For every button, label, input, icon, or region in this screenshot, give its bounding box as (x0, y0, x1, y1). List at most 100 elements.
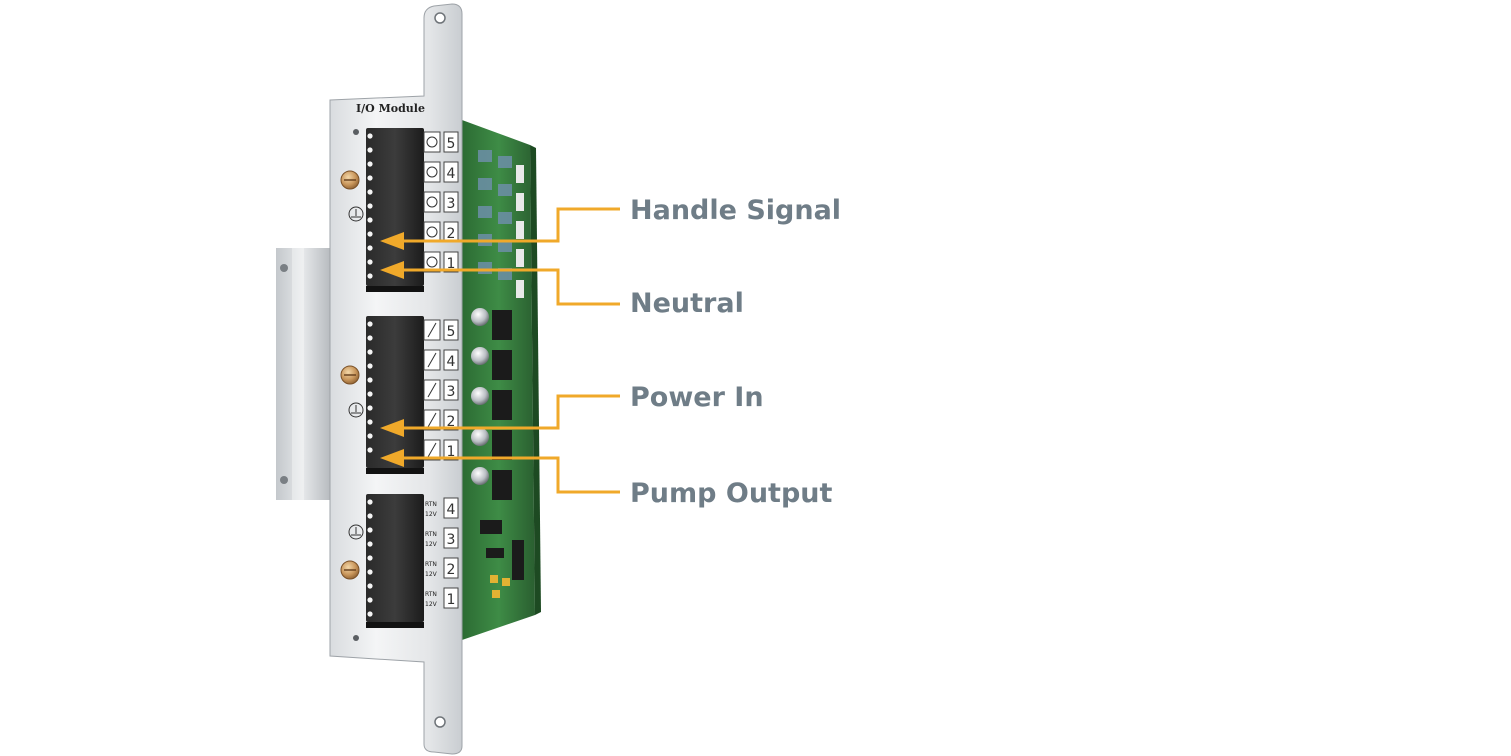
switch-symbol-icon (423, 319, 441, 341)
terminal-pin (367, 611, 373, 617)
label-power-in: Power In (630, 382, 764, 413)
svg-text:5: 5 (447, 136, 456, 152)
terminal-pin (367, 363, 373, 369)
callout-lines (380, 207, 620, 494)
terminal-mark: 12V (425, 601, 438, 608)
terminal-mark: RTN (425, 561, 437, 568)
label-neutral: Neutral (630, 288, 744, 319)
terminal-pin (367, 541, 373, 547)
terminal-connector (366, 128, 424, 286)
switch-symbol-icon (423, 349, 441, 371)
led-symbol-icon (423, 161, 441, 183)
terminal-pin (367, 513, 373, 519)
terminal-pin (367, 583, 373, 589)
screw-icon (340, 365, 360, 385)
terminal-number: 4 (423, 349, 459, 371)
svg-text:3: 3 (447, 384, 456, 400)
callout-arrow-handle-signal (380, 207, 620, 250)
terminal-number: 5 (423, 131, 459, 153)
svg-text:3: 3 (447, 196, 456, 212)
terminal-block-1: 5 4 3 2 1 (340, 128, 459, 292)
terminal-pin (367, 447, 373, 453)
terminal-number: 4 RTN 12V (425, 497, 459, 519)
svg-text:5: 5 (447, 324, 456, 340)
terminal-pin (367, 273, 373, 279)
label-handle-signal: Handle Signal (630, 195, 842, 226)
terminal-pin (367, 597, 373, 603)
callout-arrow-power-in (380, 394, 620, 437)
terminal-pin (367, 527, 373, 533)
terminal-number: 2 RTN 12V (425, 557, 459, 579)
terminal-pin (367, 259, 373, 265)
label-pump-output: Pump Output (630, 478, 833, 509)
terminal-number: 3 (423, 191, 459, 213)
terminal-pin (367, 217, 373, 223)
terminal-pin (367, 321, 373, 327)
terminal-number: 2 (423, 409, 459, 431)
switch-symbol-icon (423, 439, 441, 461)
terminal-pin (367, 419, 373, 425)
terminal-connector (366, 494, 424, 622)
terminal-pin (367, 189, 373, 195)
terminal-number: 3 (423, 379, 459, 401)
terminal-mark: 12V (425, 571, 438, 578)
svg-text:1: 1 (447, 444, 456, 460)
switch-symbol-icon (423, 379, 441, 401)
terminal-pin (367, 569, 373, 575)
switch-symbol-icon (423, 409, 441, 431)
terminal-pin (367, 391, 373, 397)
circuit-board (462, 120, 541, 640)
terminal-pin (367, 245, 373, 251)
terminal-pin (367, 161, 373, 167)
module-title: I/O Module (356, 102, 425, 115)
terminal-mark: RTN (425, 531, 437, 538)
terminal-pin (367, 555, 373, 561)
terminal-pin (367, 405, 373, 411)
terminal-pin (367, 231, 373, 237)
terminal-block-2: 5 4 3 2 1 (340, 316, 459, 474)
screw-icon (340, 170, 360, 190)
terminal-pin (367, 335, 373, 341)
terminal-number: 1 (423, 439, 459, 461)
screw-icon (340, 560, 360, 580)
terminal-pin (367, 499, 373, 505)
terminal-mark: RTN (425, 501, 437, 508)
svg-text:1: 1 (447, 256, 456, 272)
led-symbol-icon (423, 221, 441, 243)
led-symbol-icon (423, 131, 441, 153)
terminal-pin (367, 377, 373, 383)
terminal-number: 1 RTN 12V (425, 587, 459, 609)
callout-arrow-neutral (380, 261, 620, 306)
terminal-pin (367, 203, 373, 209)
terminal-number: 3 RTN 12V (425, 527, 459, 549)
svg-text:4: 4 (447, 502, 456, 518)
led-symbol-icon (423, 251, 441, 273)
terminal-connector (366, 316, 424, 468)
terminal-mark: 12V (425, 541, 438, 548)
svg-text:2: 2 (447, 414, 456, 430)
ground-icon (348, 402, 364, 418)
svg-text:4: 4 (447, 354, 456, 370)
terminal-mark: RTN (425, 591, 437, 598)
ground-icon (348, 524, 364, 540)
terminal-number: 5 (423, 319, 459, 341)
terminal-number: 1 (423, 251, 459, 273)
callout-arrow-pump-output (380, 449, 620, 494)
terminal-pin (367, 133, 373, 139)
svg-text:2: 2 (447, 226, 456, 242)
mounting-bracket (276, 248, 330, 500)
terminal-mark: 12V (425, 511, 438, 518)
terminal-pin (367, 175, 373, 181)
svg-text:1: 1 (447, 592, 456, 608)
terminal-number: 4 (423, 161, 459, 183)
terminal-pin (367, 433, 373, 439)
terminal-pin (367, 349, 373, 355)
terminal-pin (367, 147, 373, 153)
svg-text:3: 3 (447, 532, 456, 548)
svg-text:2: 2 (447, 562, 456, 578)
led-symbol-icon (423, 191, 441, 213)
ground-icon (348, 206, 364, 222)
